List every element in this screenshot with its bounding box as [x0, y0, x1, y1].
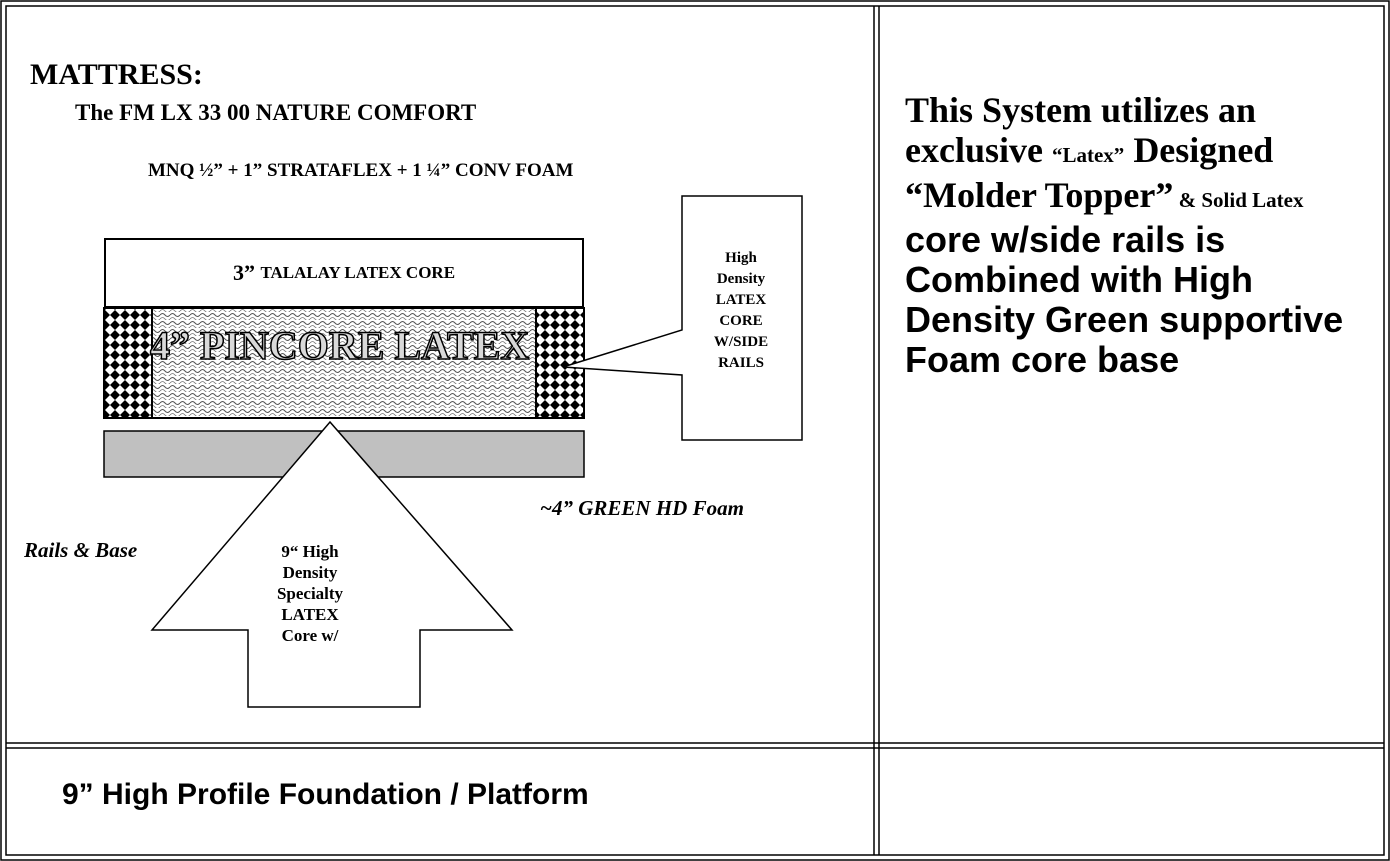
side-rail-callout-text: High Density LATEX CORE W/SIDE RAILS [682, 248, 800, 374]
arrow-line: Density [282, 563, 338, 582]
callout-line: High [725, 250, 757, 266]
callout-line: W/SIDE [713, 334, 769, 350]
arrow-text: 9“ High Density Specialty LATEX Core w/ [250, 541, 370, 646]
callout-line: Density [716, 271, 766, 287]
model-name: The FM LX 33 00 NATURE COMFORT [75, 100, 477, 125]
top-layer-name: TALALAY LATEX CORE [260, 263, 456, 282]
pincore-label: 4” PINCORE LATEX [149, 322, 530, 369]
callout-line: RAILS [718, 355, 764, 371]
quilt-spec: MNQ ½” + 1” STRATAFLEX + 1 ¼” CONV FOAM [148, 160, 574, 181]
foundation-label: 9” High Profile Foundation / Platform [62, 778, 589, 811]
side-rail-callout-box [562, 195, 803, 441]
arrow-line: Core w/ [281, 626, 339, 645]
mattress-heading: MATTRESS: [30, 58, 203, 91]
up-arrow [150, 420, 514, 708]
description-part: “Latex” [1051, 143, 1125, 167]
top-layer-size: 3” [232, 260, 255, 285]
callout-line: LATEX [715, 292, 767, 308]
arrow-line: Specialty [276, 584, 344, 603]
description-part: This System utilizes an exclusive [905, 90, 1257, 170]
rails-base-label: Rails & Base [24, 538, 138, 562]
description-part: Designed “Molder Topper” [905, 130, 1274, 215]
description-part: core w/side rails is Combined with High … [905, 219, 1344, 380]
arrow-line: LATEX [281, 605, 339, 624]
green-foam-label: ~4” GREEN HD Foam [540, 496, 744, 520]
top-latex-layer: 3” TALALAY LATEX CORE [104, 238, 584, 308]
description-part: & Solid Latex [1173, 188, 1304, 212]
side-rail-left [103, 307, 153, 419]
callout-line: CORE [719, 313, 763, 329]
system-description: This System utilizes an exclusive “Latex… [905, 90, 1375, 380]
arrow-line: 9“ High [281, 542, 339, 561]
